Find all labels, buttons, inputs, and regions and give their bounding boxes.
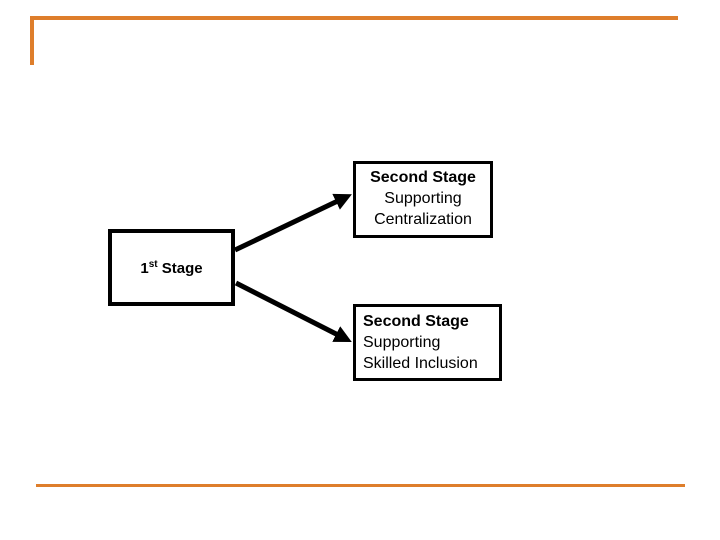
stage2-skilled-inclusion-line2: Supporting — [363, 334, 441, 351]
stage2-centralization-title: Second Stage — [370, 169, 476, 186]
arrow-to-centralization — [233, 193, 352, 253]
stage1-number: 1 — [140, 259, 149, 277]
bottom-accent-line — [36, 484, 685, 487]
arrow-to-skilled-inclusion — [234, 280, 352, 342]
top-left-accent-corner — [30, 16, 34, 65]
stage2-centralization-line2: Supporting — [384, 190, 462, 207]
stage1-word: Stage — [161, 259, 203, 277]
stage2-skilled-inclusion-line3: Skilled Inclusion — [363, 355, 478, 372]
stage2-centralization-box: Second Stage Supporting Centralization — [353, 161, 493, 238]
stage1-ordinal: st — [148, 258, 158, 270]
top-accent-line — [30, 16, 678, 20]
stage2-centralization-line3: Centralization — [374, 211, 472, 228]
stage2-skilled-inclusion-title: Second Stage — [363, 313, 469, 330]
stage2-skilled-inclusion-box: Second Stage Supporting Skilled Inclusio… — [353, 304, 502, 381]
